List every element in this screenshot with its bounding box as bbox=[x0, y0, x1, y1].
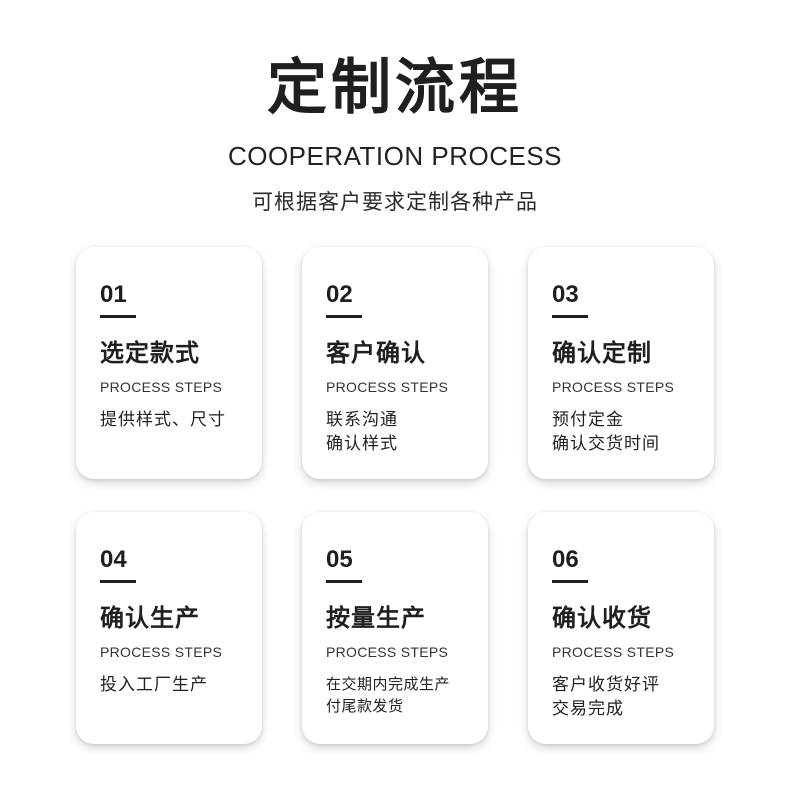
step-description: 在交期内完成生产 付尾款发货 bbox=[326, 673, 488, 717]
step-subtitle: PROCESS STEPS bbox=[326, 379, 449, 395]
step-card-03: 03 确认定制 PROCESS STEPS 预付定金 确认交货时间 bbox=[528, 247, 714, 479]
step-description: 客户收货好评 交易完成 bbox=[552, 673, 714, 721]
step-description-line: 交易完成 bbox=[552, 699, 624, 719]
step-description: 提供样式、尺寸 bbox=[100, 408, 262, 432]
step-title: 确认生产 bbox=[100, 604, 200, 632]
step-subtitle: PROCESS STEPS bbox=[552, 644, 675, 660]
step-description-line: 预付定金 bbox=[552, 410, 624, 430]
step-title: 确认收货 bbox=[552, 604, 652, 632]
step-description: 联系沟通 确认样式 bbox=[326, 408, 488, 456]
step-number-underline bbox=[552, 315, 588, 318]
step-number-underline bbox=[326, 315, 362, 318]
step-number: 03 bbox=[552, 281, 579, 308]
step-description: 预付定金 确认交货时间 bbox=[552, 408, 714, 456]
step-description-line: 联系沟通 bbox=[326, 410, 398, 430]
step-description-line: 确认样式 bbox=[326, 434, 398, 454]
step-number-underline bbox=[100, 315, 136, 318]
step-number-underline bbox=[326, 580, 362, 583]
step-description-line: 提供样式、尺寸 bbox=[100, 410, 226, 430]
step-card-05: 05 按量生产 PROCESS STEPS 在交期内完成生产 付尾款发货 bbox=[302, 512, 488, 744]
step-number: 02 bbox=[326, 281, 353, 308]
step-card-04: 04 确认生产 PROCESS STEPS 投入工厂生产 bbox=[76, 512, 262, 744]
step-subtitle: PROCESS STEPS bbox=[100, 644, 223, 660]
step-subtitle: PROCESS STEPS bbox=[552, 379, 675, 395]
step-description-line: 付尾款发货 bbox=[326, 697, 404, 715]
step-number-underline bbox=[552, 580, 588, 583]
step-title: 选定款式 bbox=[100, 339, 200, 367]
page-title: 定制流程 bbox=[267, 53, 523, 123]
step-title: 客户确认 bbox=[326, 339, 426, 367]
step-number-underline bbox=[100, 580, 136, 583]
step-description: 投入工厂生产 bbox=[100, 673, 262, 697]
step-card-01: 01 选定款式 PROCESS STEPS 提供样式、尺寸 bbox=[76, 247, 262, 479]
step-subtitle: PROCESS STEPS bbox=[100, 379, 223, 395]
step-number: 06 bbox=[552, 546, 579, 573]
step-number: 05 bbox=[326, 546, 353, 573]
step-subtitle: PROCESS STEPS bbox=[326, 644, 449, 660]
step-card-06: 06 确认收货 PROCESS STEPS 客户收货好评 交易完成 bbox=[528, 512, 714, 744]
step-number: 04 bbox=[100, 546, 127, 573]
step-title: 确认定制 bbox=[552, 339, 652, 367]
step-description-line: 客户收货好评 bbox=[552, 675, 660, 695]
step-card-02: 02 客户确认 PROCESS STEPS 联系沟通 确认样式 bbox=[302, 247, 488, 479]
step-number: 01 bbox=[100, 281, 127, 308]
step-description-line: 在交期内完成生产 bbox=[326, 675, 451, 693]
step-description-line: 确认交货时间 bbox=[552, 434, 660, 454]
step-description-line: 投入工厂生产 bbox=[100, 675, 208, 695]
step-title: 按量生产 bbox=[326, 604, 426, 632]
page-subtitle: COOPERATION PROCESS bbox=[227, 141, 563, 171]
page-tagline: 可根据客户要求定制各种产品 bbox=[252, 190, 538, 214]
